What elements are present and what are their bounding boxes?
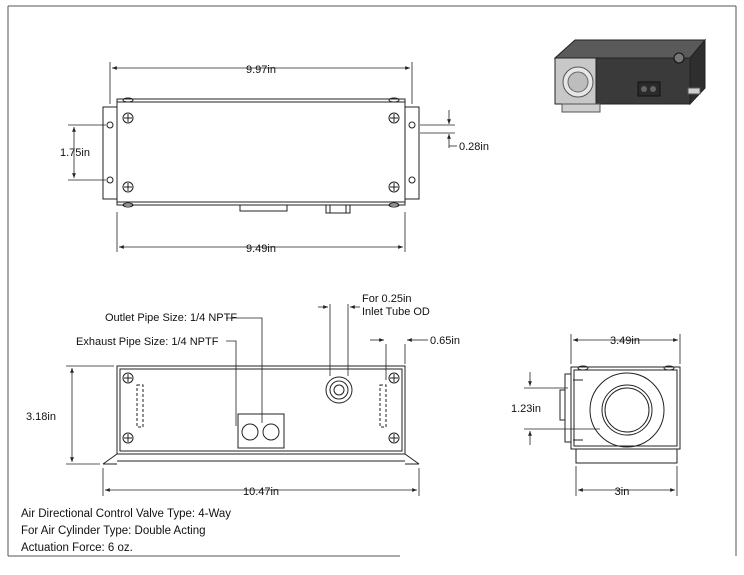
side-view-dimensions (524, 334, 681, 496)
front-view (102, 365, 420, 465)
spec-valve-type: Air Directional Control Valve Type: 4-Wa… (21, 508, 232, 520)
top-view (102, 97, 420, 214)
screw-top-right (388, 112, 400, 124)
dim-height: 3.18in (26, 411, 56, 423)
inlet-label-line2: Inlet Tube OD (362, 306, 430, 318)
top-view-dimensions (68, 62, 457, 252)
inlet-label-line1: For 0.25in (362, 293, 412, 305)
screw-bottom-right (388, 181, 400, 193)
front-view-dimensions (66, 304, 428, 496)
screw-front-tr (388, 372, 400, 384)
dim-mount-spacing: 1.75in (60, 147, 90, 159)
dim-base-width: 3in (615, 486, 630, 498)
outlet-pipe-label: Outlet Pipe Size: 1/4 NPTF (105, 312, 237, 324)
spec-actuation-force: Actuation Force: 6 oz. (21, 542, 133, 554)
dim-overall-length: 9.97in (246, 64, 276, 76)
dim-port-height: 1.23in (511, 403, 541, 415)
screw-front-bl (122, 432, 134, 444)
dim-overall-front-length: 10.47in (243, 486, 279, 498)
screw-bottom-left (122, 181, 134, 193)
dim-slot-width: 0.28in (459, 141, 489, 153)
screw-front-tl (122, 372, 134, 384)
sheet-border (7, 5, 737, 557)
dim-body-length: 9.49in (246, 243, 276, 255)
isometric-thumbnail (553, 38, 707, 113)
screw-top-left (122, 112, 134, 124)
dim-flange-width: 0.65in (430, 335, 460, 347)
exhaust-pipe-label: Exhaust Pipe Size: 1/4 NPTF (76, 336, 219, 348)
inlet-port (325, 376, 353, 404)
screw-front-br (388, 432, 400, 444)
dim-side-width: 3.49in (610, 335, 640, 347)
side-view (559, 365, 681, 464)
spec-cylinder-type: For Air Cylinder Type: Double Acting (21, 525, 206, 537)
